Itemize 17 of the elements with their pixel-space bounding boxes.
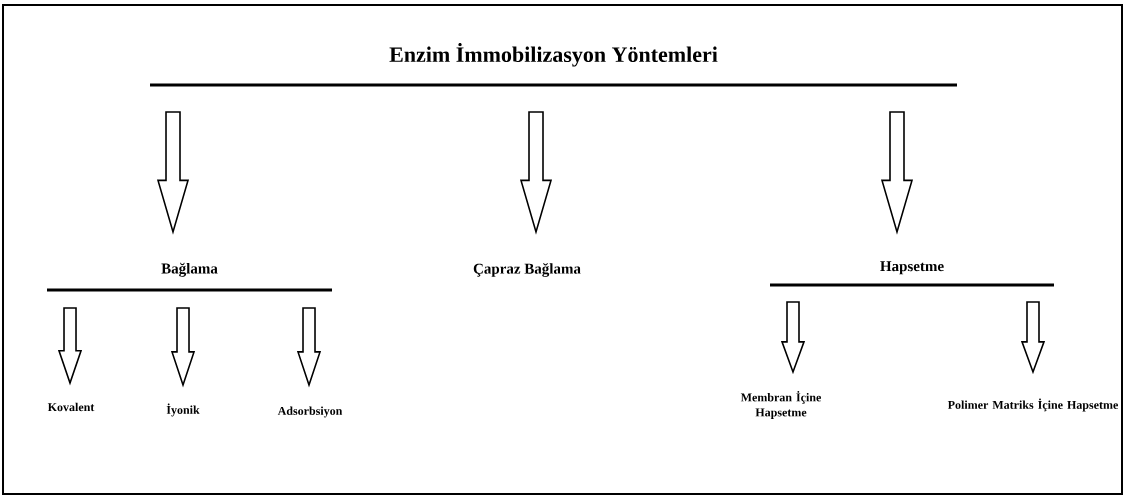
node-label: Kovalent [47,402,95,412]
node-label: Çapraz Bağlama [473,263,581,277]
block-arrow [780,301,806,375]
block-arrow [880,111,914,235]
bracket-heading: Hapsetme [770,261,1054,287]
block-arrow [296,307,322,388]
block-arrow [170,307,196,388]
bracket-heading: Enzim İmmobilizasyon Yöntemleri [150,43,957,87]
block-arrow [156,111,190,235]
node-label: İyonik [166,403,200,417]
block-arrow [57,307,83,386]
block-arrow [1020,301,1046,375]
node-label: Adsorbsiyon [277,406,343,418]
block-arrow [519,111,553,235]
node-label: Membran İçine Hapsetme [740,391,821,419]
node-label: Polimer Matriks İçine Hapsetme [947,398,1118,412]
bracket-heading: Bağlama [47,262,332,292]
